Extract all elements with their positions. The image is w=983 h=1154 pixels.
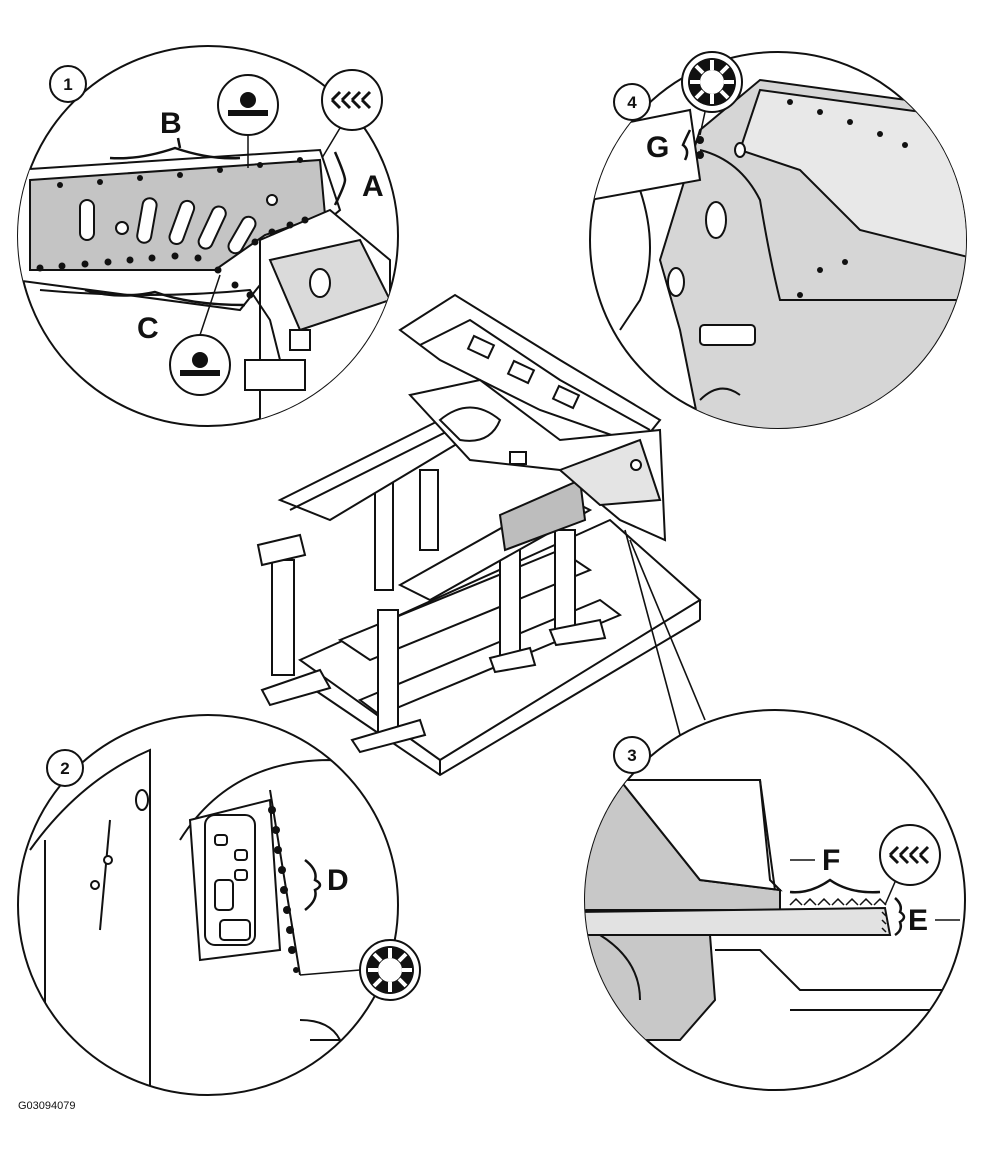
stitch-welds — [789, 897, 887, 933]
rivet-wheel-icon — [299, 939, 421, 1001]
detail-3: 3 E F — [584, 709, 966, 1091]
weld-marker-icon — [217, 74, 279, 168]
chevron-arrows-icon — [321, 69, 383, 159]
callout-label: B — [160, 107, 182, 140]
rivet-dots — [268, 806, 299, 973]
callout-label: G — [646, 131, 669, 164]
detail-number: 3 — [627, 746, 636, 765]
brace-line — [789, 878, 881, 894]
detail-number: 1 — [63, 75, 72, 94]
brace-line — [894, 897, 906, 937]
brace-line — [681, 129, 692, 161]
rivet-dots — [696, 99, 908, 298]
callout-label: D — [327, 864, 349, 897]
rivet-wheel-icon — [681, 51, 743, 136]
callout-label: A — [362, 170, 384, 203]
brace-line — [304, 859, 322, 911]
detail-1: 1 A B C — [17, 45, 399, 427]
central-assembly — [256, 293, 702, 777]
weld-marker-icon — [169, 274, 231, 396]
callout-label: E — [908, 904, 928, 937]
detail-2: 2 D — [17, 714, 421, 1096]
chevron-arrows-icon — [879, 824, 941, 906]
detail-number: 4 — [627, 93, 637, 112]
figure-code: G03094079 — [18, 1100, 76, 1112]
leader-lines — [624, 529, 706, 736]
weld-dots — [36, 157, 309, 299]
callout-label: F — [822, 844, 840, 877]
detail-number: 2 — [60, 759, 69, 778]
brace-lines — [84, 137, 347, 307]
detail-4: 4 G — [589, 51, 967, 429]
callout-label: C — [137, 312, 159, 345]
